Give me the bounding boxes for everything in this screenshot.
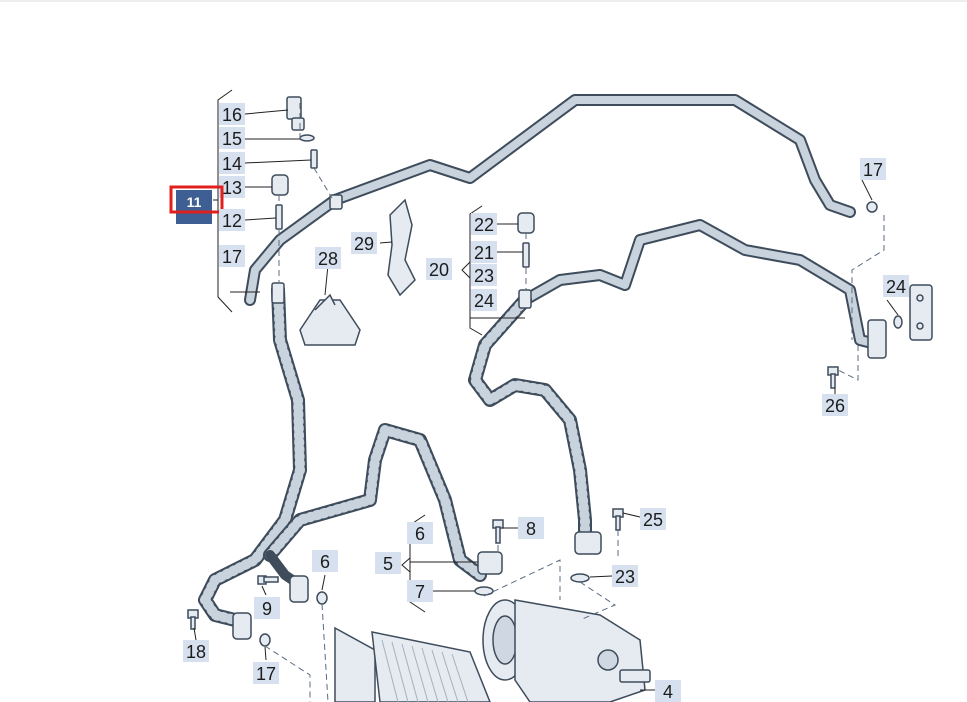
callout-25[interactable]: 25 xyxy=(640,508,666,530)
callout-13[interactable]: 13 xyxy=(219,176,245,198)
dashed-guides xyxy=(264,100,885,702)
svg-text:11: 11 xyxy=(187,194,202,210)
o-ring-7 xyxy=(474,586,494,596)
callout-14[interactable]: 14 xyxy=(219,152,245,174)
condenser xyxy=(334,626,491,702)
svg-text:25: 25 xyxy=(643,510,663,530)
leader-lines xyxy=(193,89,899,691)
svg-text:8: 8 xyxy=(526,519,536,539)
callout-7[interactable]: 7 xyxy=(407,580,433,602)
callout-12[interactable]: 12 xyxy=(219,209,245,231)
callout-23-group[interactable]: 23 xyxy=(471,264,497,286)
svg-text:6: 6 xyxy=(415,524,425,544)
svg-text:13: 13 xyxy=(222,178,242,198)
o-ring-23 xyxy=(570,573,590,583)
svg-text:15: 15 xyxy=(222,129,242,149)
bracket-28 xyxy=(299,293,361,346)
ac-compressor xyxy=(482,599,651,702)
callout-26[interactable]: 26 xyxy=(822,394,848,416)
callout-6-group[interactable]: 6 xyxy=(407,522,433,544)
callout-15[interactable]: 15 xyxy=(219,127,245,149)
svg-text:17: 17 xyxy=(222,247,242,267)
svg-text:26: 26 xyxy=(825,396,845,416)
o-ring-24 xyxy=(893,315,903,329)
callout-24-right[interactable]: 24 xyxy=(883,275,909,297)
callout-16[interactable]: 16 xyxy=(219,103,245,125)
low-pressure-line xyxy=(519,219,886,351)
bolt-18 xyxy=(187,609,199,630)
callout-17-bottom[interactable]: 17 xyxy=(253,662,279,684)
expansion-valve-24 xyxy=(909,284,933,341)
callout-4[interactable]: 4 xyxy=(655,680,681,702)
callout-6-lower[interactable]: 6 xyxy=(312,550,338,572)
callout-17-right[interactable]: 17 xyxy=(860,158,886,180)
callout-20[interactable]: 20 xyxy=(426,258,452,280)
svg-text:7: 7 xyxy=(415,582,425,602)
svg-text:24: 24 xyxy=(474,291,494,311)
o-ring-6 xyxy=(316,591,328,605)
svg-text:4: 4 xyxy=(663,682,673,702)
callout-22[interactable]: 22 xyxy=(471,213,497,235)
svg-text:23: 23 xyxy=(615,567,635,587)
callout-23-compressor[interactable]: 23 xyxy=(612,565,638,587)
callout-11-selected[interactable]: 11 xyxy=(176,190,212,224)
svg-text:14: 14 xyxy=(222,154,242,174)
hose-lines xyxy=(198,94,886,627)
svg-text:12: 12 xyxy=(222,211,242,231)
svg-text:20: 20 xyxy=(429,260,449,280)
svg-text:24: 24 xyxy=(886,277,906,297)
svg-text:6: 6 xyxy=(320,552,330,572)
bolt-25 xyxy=(612,508,624,531)
valve-core-14 xyxy=(310,149,318,169)
callout-5[interactable]: 5 xyxy=(375,552,401,574)
cap-13 xyxy=(271,174,289,196)
callout-29[interactable]: 29 xyxy=(351,232,377,254)
top-divider xyxy=(0,0,967,2)
callout-21[interactable]: 21 xyxy=(471,241,497,263)
svg-text:17: 17 xyxy=(863,160,883,180)
svg-text:29: 29 xyxy=(354,234,374,254)
svg-text:9: 9 xyxy=(262,599,272,619)
fittings xyxy=(187,96,933,647)
selected-callout-highlight xyxy=(169,185,224,214)
svg-text:5: 5 xyxy=(383,554,393,574)
svg-text:22: 22 xyxy=(474,215,494,235)
callout-24-group[interactable]: 24 xyxy=(471,289,497,311)
svg-text:17: 17 xyxy=(256,664,276,684)
cap-22 xyxy=(517,212,535,234)
clip-29 xyxy=(387,198,416,297)
svg-text:28: 28 xyxy=(318,249,338,269)
svg-text:23: 23 xyxy=(474,266,494,286)
pressure-sensor-16 xyxy=(286,96,305,131)
svg-text:21: 21 xyxy=(474,243,494,263)
callout-28[interactable]: 28 xyxy=(315,247,341,269)
callout-8[interactable]: 8 xyxy=(518,517,544,539)
svg-text:16: 16 xyxy=(222,105,242,125)
o-ring-17-right xyxy=(866,201,878,213)
valve-core-21 xyxy=(522,242,530,268)
bolt-26 xyxy=(827,366,839,389)
valve-core-12 xyxy=(275,204,283,230)
callout-9[interactable]: 9 xyxy=(254,597,280,619)
callout-labels: 16 15 14 13 11 12 xyxy=(169,103,909,702)
o-ring-15 xyxy=(299,134,315,142)
bolt-9 xyxy=(257,575,279,585)
o-ring-17-bottom xyxy=(259,633,271,647)
svg-text:18: 18 xyxy=(186,642,206,662)
callout-18[interactable]: 18 xyxy=(183,640,209,662)
bolt-8 xyxy=(492,519,504,544)
callout-17-upper-left[interactable]: 17 xyxy=(219,245,245,267)
